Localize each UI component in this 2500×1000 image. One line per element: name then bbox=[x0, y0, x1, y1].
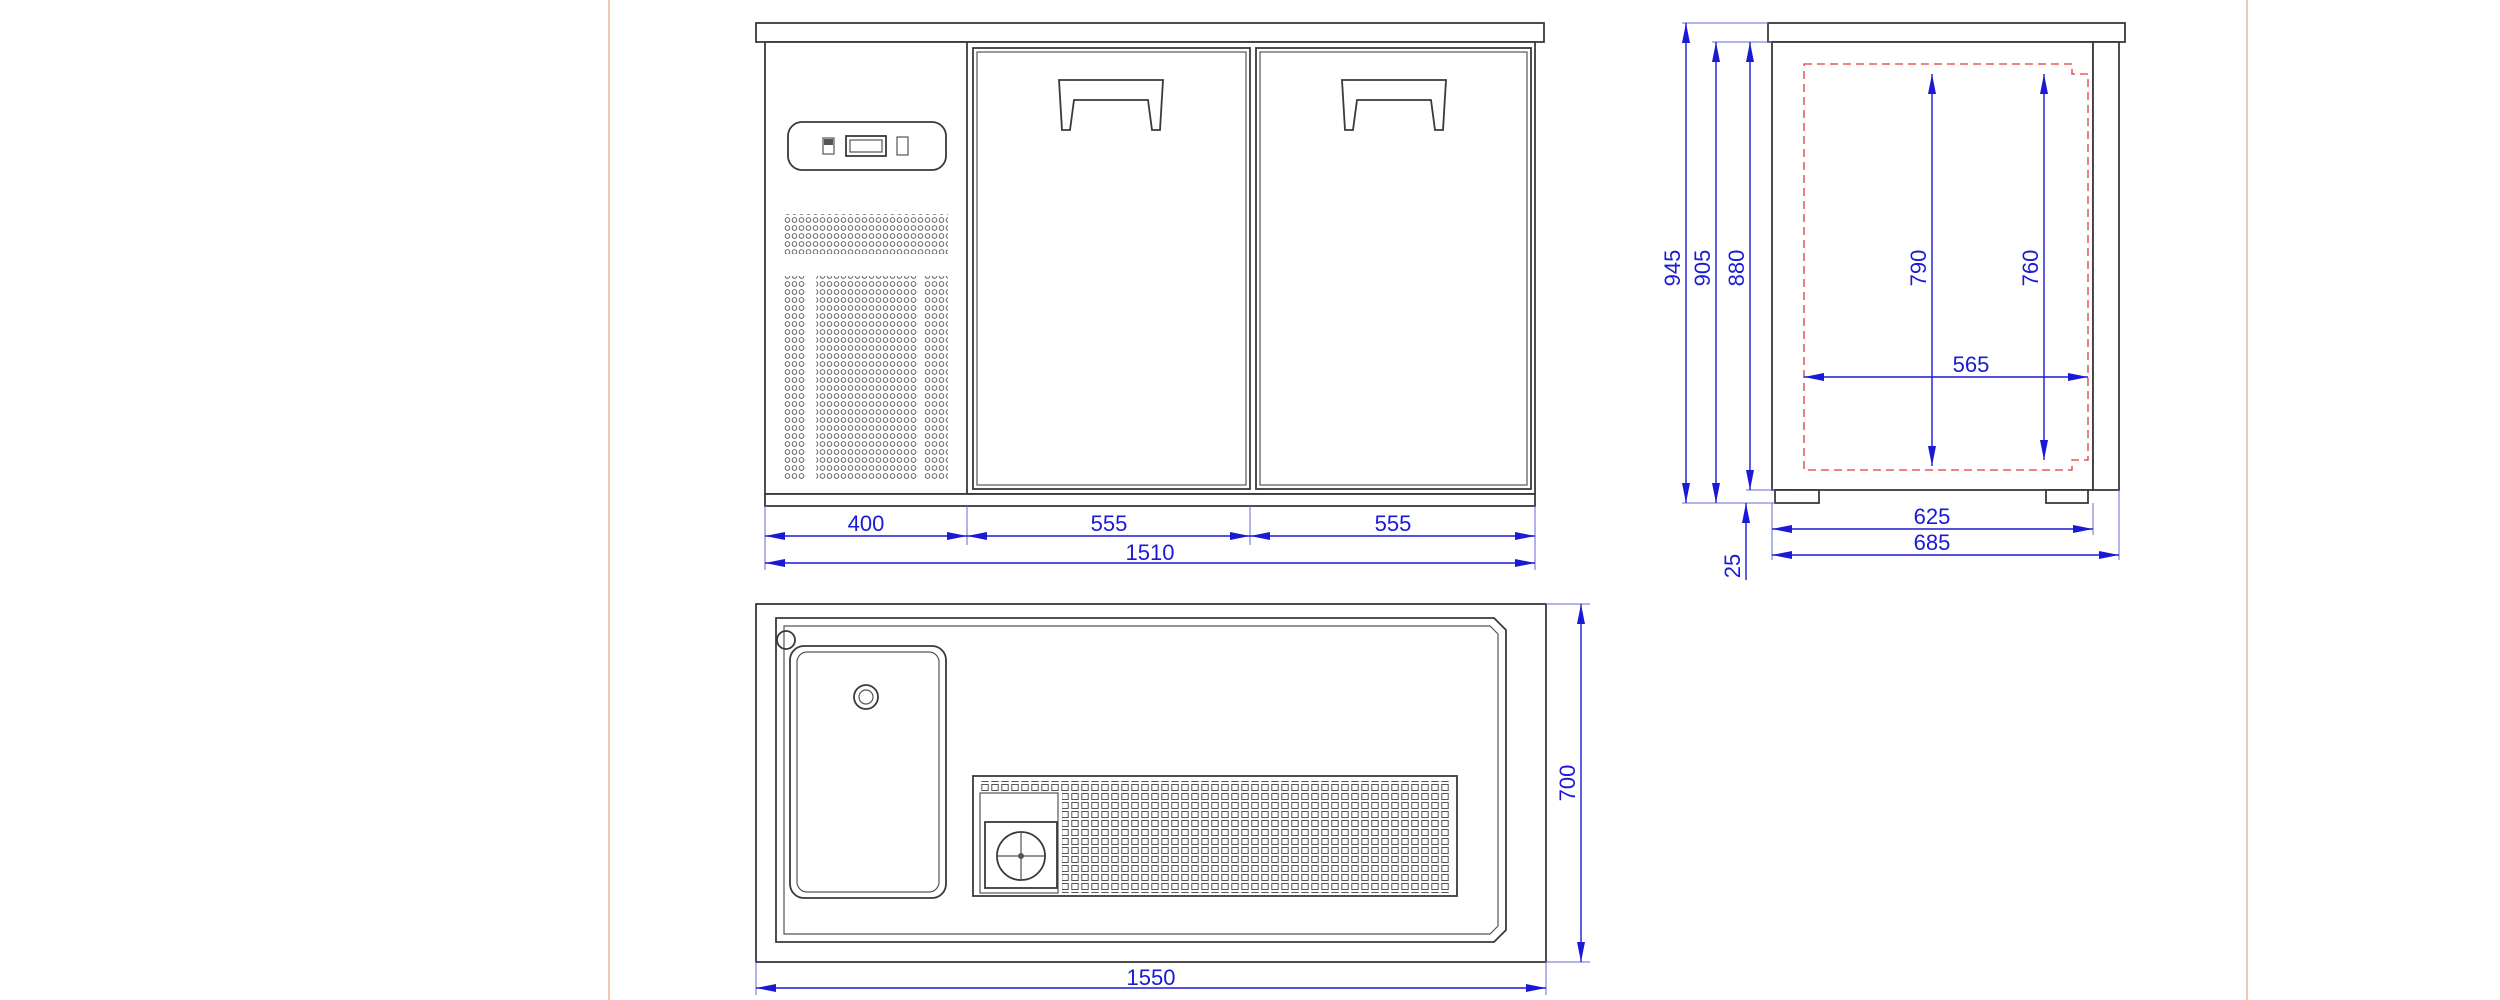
light-switch-icon bbox=[896, 136, 909, 156]
sink-drain-icon bbox=[853, 684, 879, 710]
power-switch-icon bbox=[822, 137, 835, 155]
drain-hole-icon bbox=[776, 630, 796, 650]
dim-leg-height: 25 bbox=[1720, 554, 1745, 578]
side-view: 945 905 880 25 790 760 565 625 bbox=[1660, 22, 2126, 580]
dim-inner-depth: 565 bbox=[1953, 352, 1990, 377]
door-1-handle bbox=[1058, 79, 1164, 131]
front-worktop bbox=[755, 22, 1545, 43]
dim-compressor-width: 400 bbox=[848, 511, 885, 536]
sink-basin bbox=[789, 645, 947, 899]
top-vent-grill bbox=[784, 214, 948, 254]
inner-compartment-hidden-line bbox=[1803, 63, 2089, 471]
dim-inner-height-back: 760 bbox=[2018, 250, 2043, 287]
side-rear-panel bbox=[2092, 41, 2120, 491]
front-plinth bbox=[764, 493, 1536, 507]
vent-grill-right bbox=[924, 276, 948, 480]
thermostat-display bbox=[845, 135, 887, 157]
top-drip-edge bbox=[775, 617, 1507, 943]
dim-body-height: 905 bbox=[1690, 250, 1715, 287]
dim-door1-width: 555 bbox=[1091, 511, 1128, 536]
door-2-handle bbox=[1341, 79, 1447, 131]
control-panel bbox=[787, 121, 947, 171]
dim-door2-width: 555 bbox=[1375, 511, 1412, 536]
dim-cabinet-height: 880 bbox=[1724, 250, 1749, 287]
dim-top-length: 1550 bbox=[1127, 965, 1176, 990]
front-view: 400 555 555 1510 bbox=[755, 22, 1545, 570]
vent-grill-center bbox=[816, 276, 918, 480]
top-view: 700 1550 bbox=[755, 603, 1590, 995]
dim-inner-height-front: 790 bbox=[1906, 250, 1931, 287]
front-leg bbox=[1774, 489, 1820, 504]
dim-total-height: 945 bbox=[1660, 250, 1685, 287]
glass-rinser bbox=[984, 821, 1058, 889]
dim-top-depth: 700 bbox=[1555, 765, 1580, 802]
drip-tray bbox=[972, 775, 1458, 897]
dim-body-depth: 625 bbox=[1914, 504, 1951, 529]
door-2 bbox=[1255, 47, 1532, 490]
vent-grill-left bbox=[784, 276, 806, 480]
dim-front-total-width: 1510 bbox=[1126, 540, 1175, 565]
door-1 bbox=[972, 47, 1251, 490]
dim-total-depth: 685 bbox=[1914, 530, 1951, 555]
rear-leg bbox=[2045, 489, 2089, 504]
side-worktop bbox=[1767, 22, 2126, 43]
